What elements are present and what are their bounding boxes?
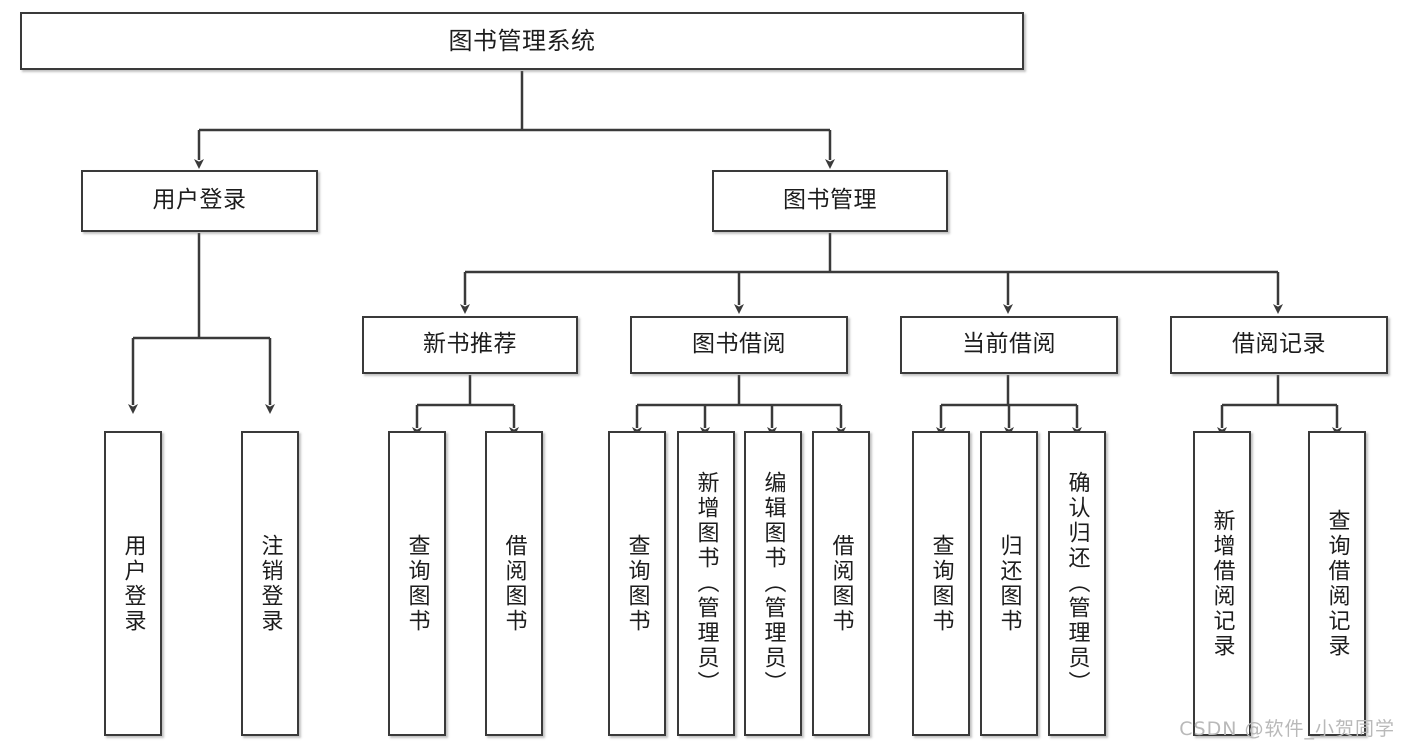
node-user-login[interactable]: 用户登录 (81, 170, 318, 232)
node-label: 查询借阅记录 (1324, 508, 1350, 659)
node-label: 归还图书 (996, 533, 1022, 634)
node-label: 借阅图书 (501, 533, 527, 634)
node-root-system[interactable]: 图书管理系统 (20, 12, 1024, 70)
leaf-confirm-return-admin[interactable]: 确认归还（管理员） (1048, 431, 1106, 736)
leaf-logout[interactable]: 注销登录 (241, 431, 299, 736)
node-book-borrow[interactable]: 图书借阅 (630, 316, 848, 374)
node-label: 编辑图书（管理员） (760, 471, 786, 696)
leaf-borrow-book-new[interactable]: 借阅图书 (485, 431, 543, 736)
csdn-watermark: CSDN @软件_小贺同学 (1179, 718, 1395, 740)
node-label: 图书管理 (783, 187, 877, 214)
leaf-add-borrow-record[interactable]: 新增借阅记录 (1193, 431, 1251, 736)
leaf-edit-book-admin[interactable]: 编辑图书（管理员） (744, 431, 802, 736)
leaf-return-book[interactable]: 归还图书 (980, 431, 1038, 736)
node-label: 注销登录 (257, 533, 283, 634)
node-label: 新增借阅记录 (1209, 508, 1235, 659)
node-label: 用户登录 (152, 187, 247, 214)
leaf-query-borrow-record[interactable]: 查询借阅记录 (1308, 431, 1366, 736)
node-label: 查询图书 (404, 533, 430, 634)
leaf-query-book-current[interactable]: 查询图书 (912, 431, 970, 736)
leaf-add-book-admin[interactable]: 新增图书（管理员） (677, 431, 735, 736)
node-label: 用户登录 (120, 533, 146, 634)
node-label: 图书管理系统 (448, 26, 596, 55)
node-label: 确认归还（管理员） (1064, 471, 1090, 696)
node-label: 借阅图书 (828, 533, 854, 634)
node-label: 新增图书（管理员） (693, 471, 719, 696)
node-current-borrow[interactable]: 当前借阅 (900, 316, 1118, 374)
node-label: 当前借阅 (962, 331, 1056, 358)
node-borrow-record[interactable]: 借阅记录 (1170, 316, 1388, 374)
node-book-management[interactable]: 图书管理 (712, 170, 948, 232)
leaf-user-login[interactable]: 用户登录 (104, 431, 162, 736)
node-label: 查询图书 (928, 533, 954, 634)
node-new-book-recommend[interactable]: 新书推荐 (362, 316, 578, 374)
node-label: 查询图书 (624, 533, 650, 634)
node-label: 图书借阅 (692, 331, 786, 358)
leaf-query-book-new[interactable]: 查询图书 (388, 431, 446, 736)
leaf-borrow-book[interactable]: 借阅图书 (812, 431, 870, 736)
leaf-query-book-borrow[interactable]: 查询图书 (608, 431, 666, 736)
node-label: 新书推荐 (423, 331, 517, 358)
node-label: 借阅记录 (1232, 331, 1326, 358)
